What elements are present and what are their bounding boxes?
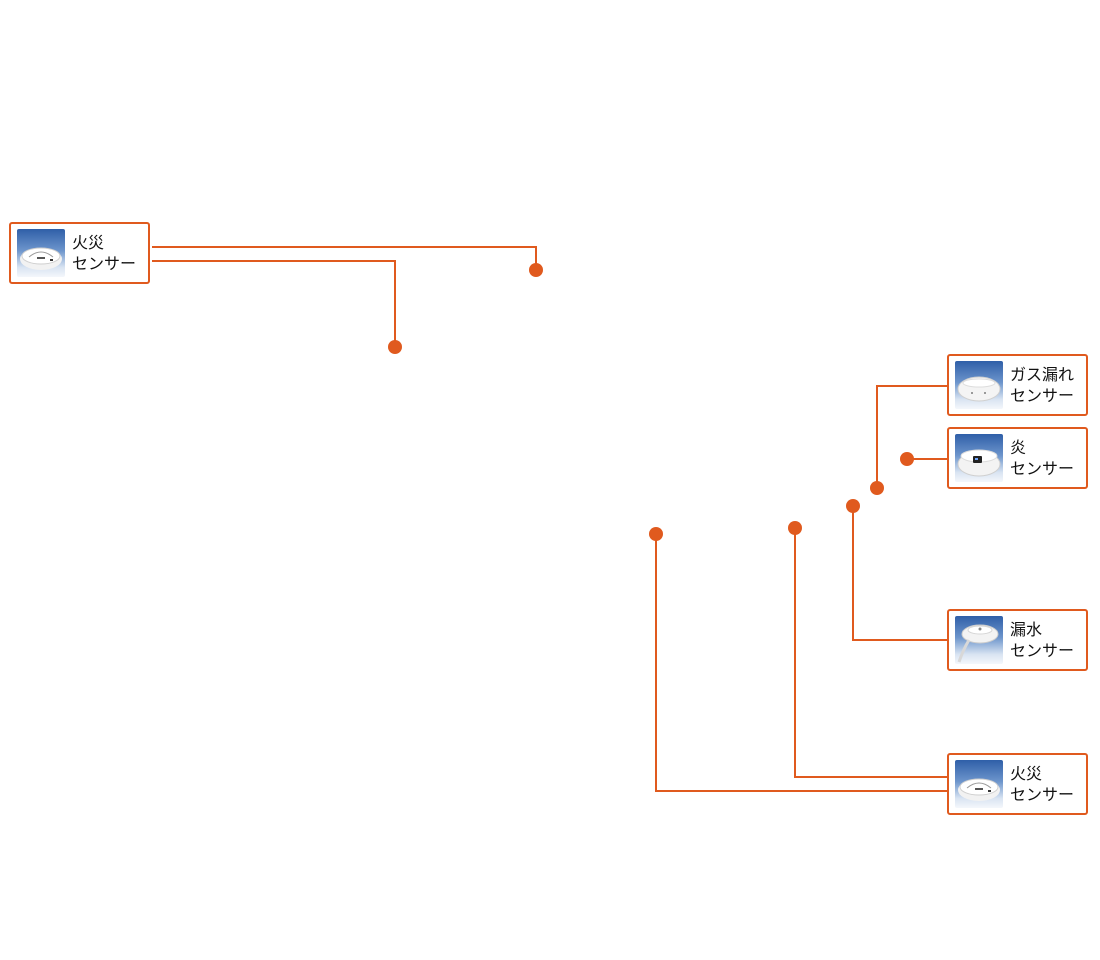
connector-fire-2-a	[794, 528, 948, 778]
sensor-label: 漏水 センサー	[1010, 619, 1074, 661]
location-dot[interactable]	[529, 263, 543, 277]
sensor-label: 火災 センサー	[72, 232, 136, 274]
flame-detector-icon	[955, 434, 1003, 482]
sensor-type: センサー	[1010, 459, 1075, 478]
sensor-card-flame[interactable]: 炎 センサー	[947, 427, 1088, 489]
sensor-card-gas-leak[interactable]: ガス漏れ センサー	[947, 354, 1088, 416]
connector-gas	[876, 385, 948, 488]
connector-fire-2-b	[655, 534, 948, 792]
location-dot[interactable]	[649, 527, 663, 541]
sensor-name: 火災	[72, 233, 105, 252]
location-dot[interactable]	[900, 452, 914, 466]
water-leak-sensor-icon	[955, 616, 1003, 664]
sensor-label: 炎 センサー	[1010, 437, 1074, 479]
location-dot[interactable]	[870, 481, 884, 495]
sensor-type: センサー	[1010, 386, 1075, 405]
sensor-type: センサー	[1010, 641, 1075, 660]
sensor-name: 漏水	[1010, 620, 1043, 639]
sensor-name: 炎	[1010, 438, 1027, 457]
connector-fire-1-b	[152, 260, 396, 347]
sensor-type: センサー	[1010, 785, 1075, 804]
sensor-type: センサー	[72, 254, 137, 273]
sensor-card-fire[interactable]: 火災 センサー	[9, 222, 150, 284]
sensor-label: ガス漏れ センサー	[1010, 364, 1074, 406]
location-dot[interactable]	[846, 499, 860, 513]
sensor-label: 火災 センサー	[1010, 763, 1074, 805]
gas-detector-icon	[955, 361, 1003, 409]
location-dot[interactable]	[388, 340, 402, 354]
smoke-detector-icon	[955, 760, 1003, 808]
sensor-name: ガス漏れ	[1010, 365, 1075, 384]
sensor-card-fire[interactable]: 火災 センサー	[947, 753, 1088, 815]
sensor-name: 火災	[1010, 764, 1043, 783]
smoke-detector-icon	[17, 229, 65, 277]
connector-fire-1-a	[152, 246, 537, 270]
location-dot[interactable]	[788, 521, 802, 535]
connector-water	[852, 506, 948, 641]
sensor-card-water-leak[interactable]: 漏水 センサー	[947, 609, 1088, 671]
